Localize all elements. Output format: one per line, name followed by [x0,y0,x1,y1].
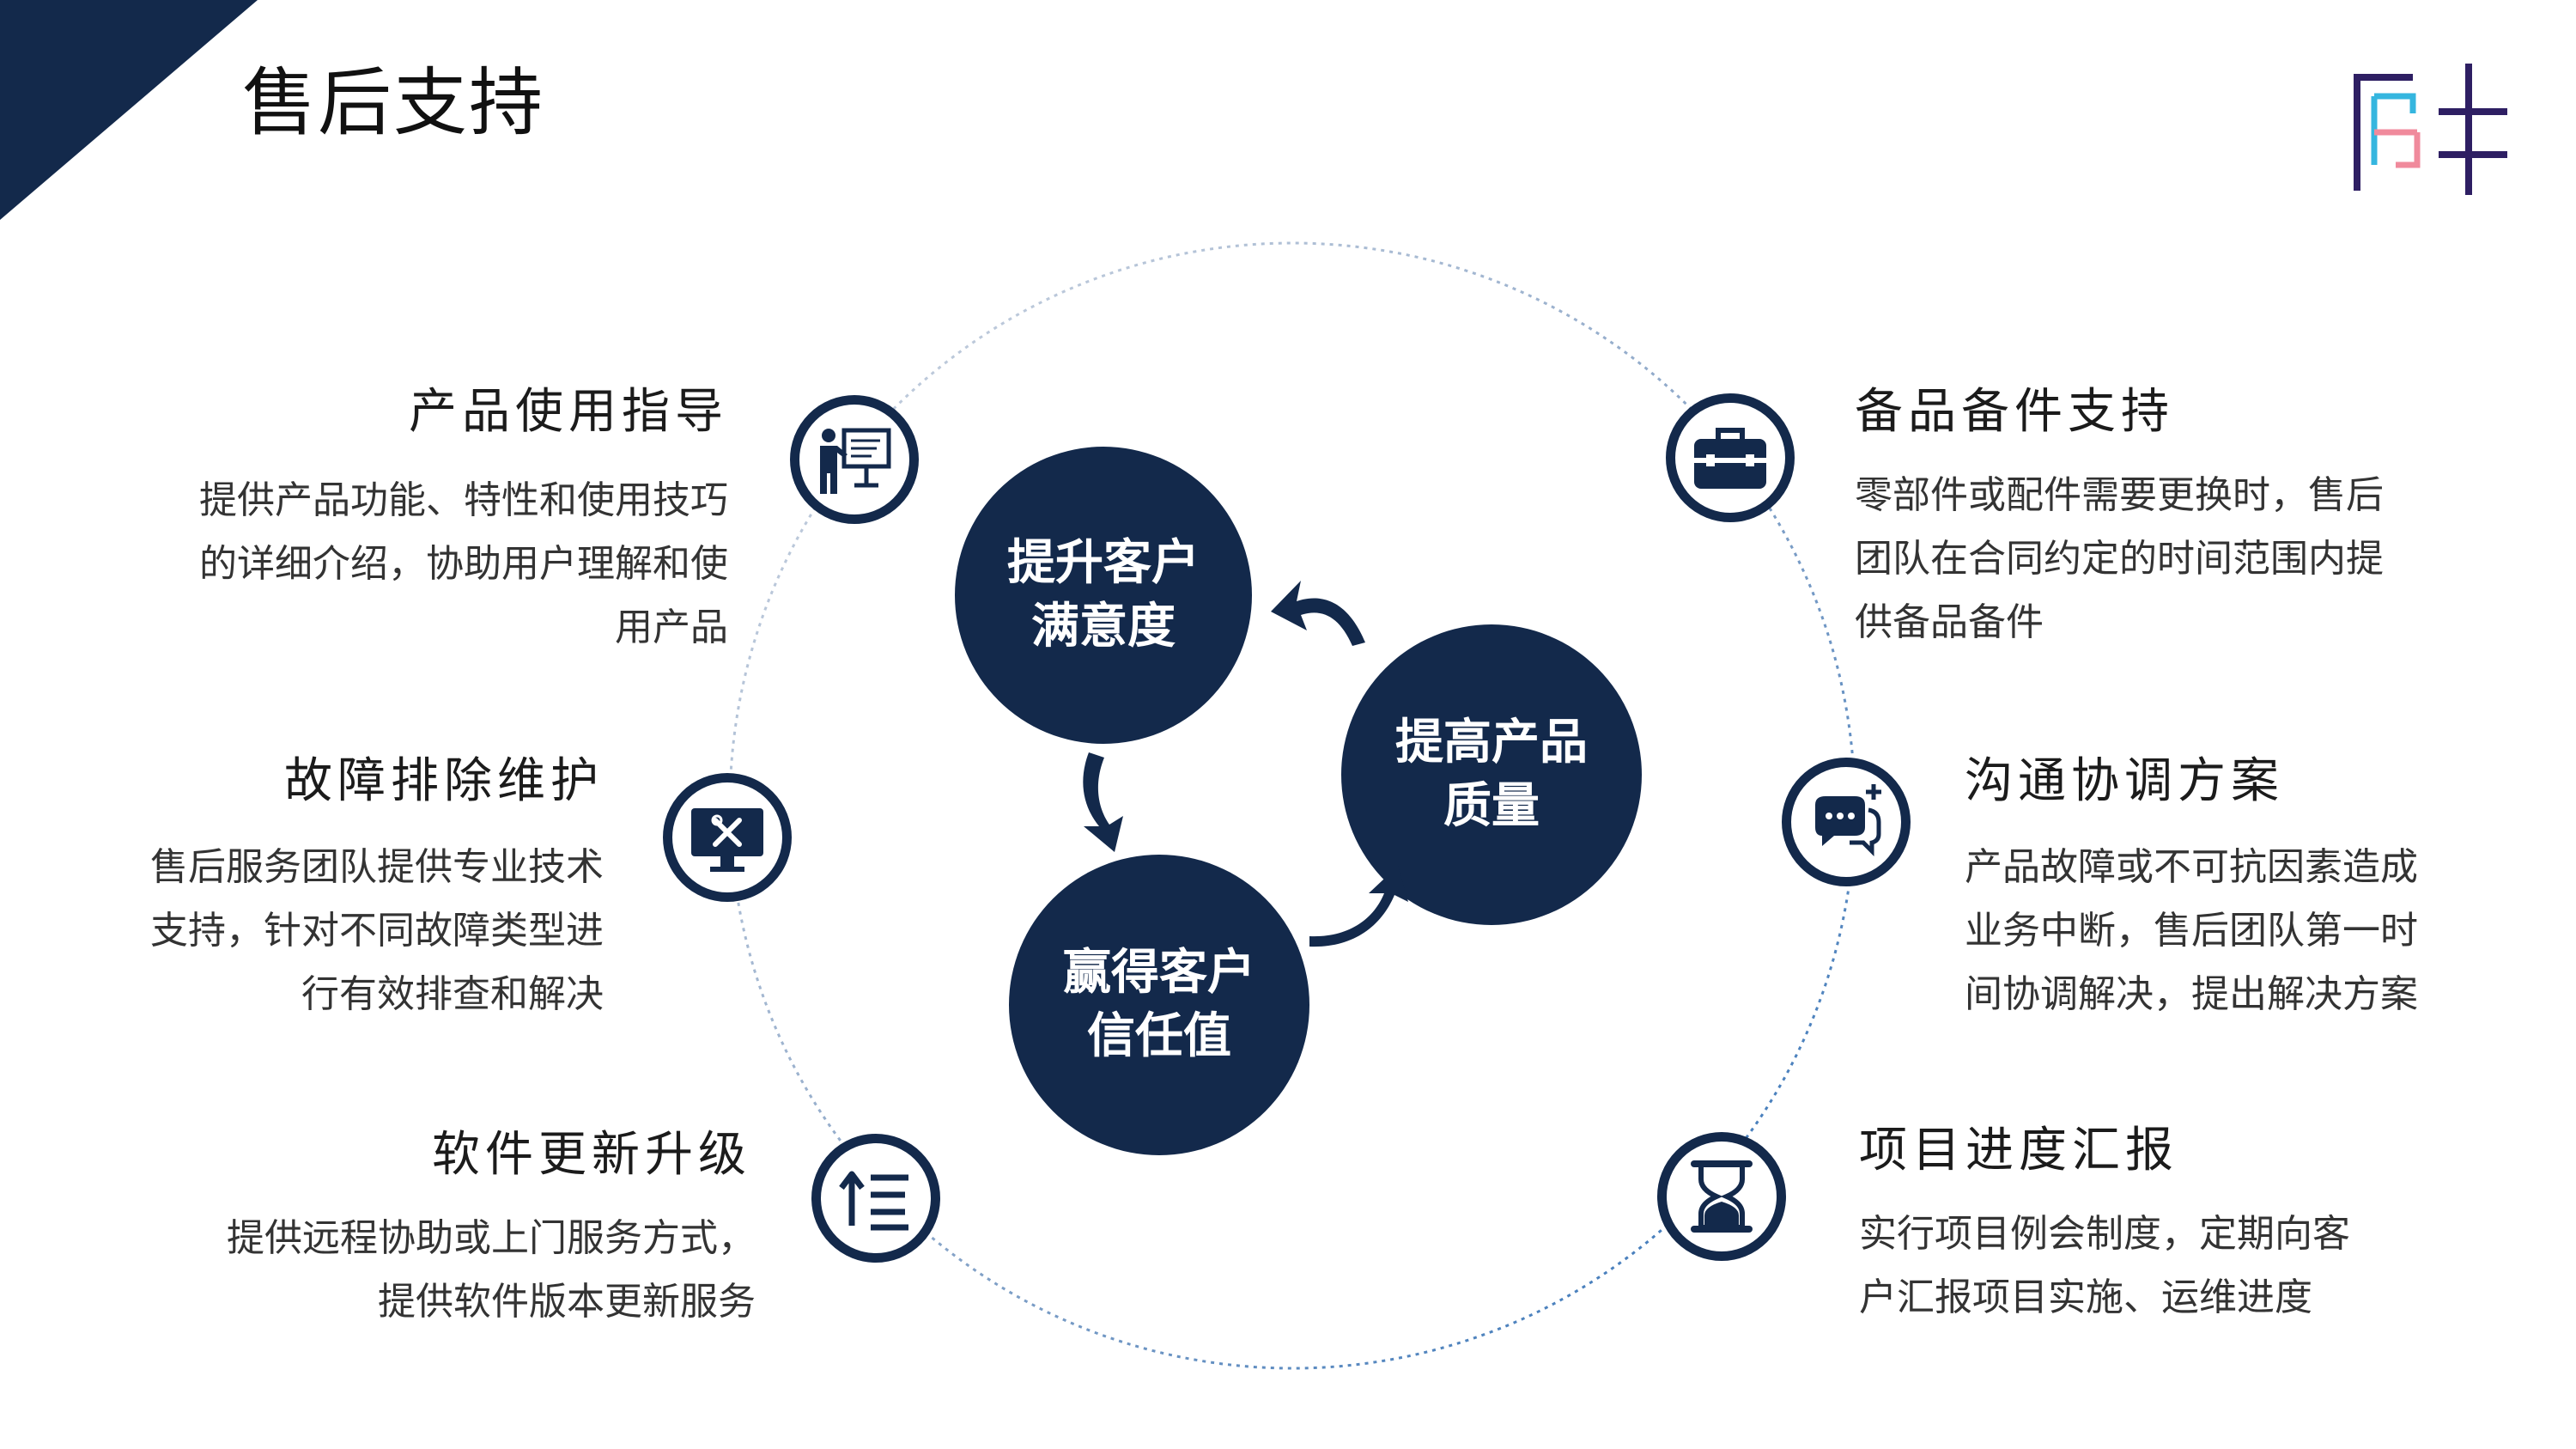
page-title: 售后支持 [242,60,544,146]
feature-desc-communication: 产品故障或不可抗因素造成 业务中断，售后团队第一时 间协调解决，提出解决方案 [1965,845,2418,1016]
feature-title-spare-parts: 备品备件支持 [1855,384,2174,440]
feature-title-software-update: 软件更新升级 [432,1127,751,1183]
cycle-quality: 提高产品 质量 [1341,624,1642,925]
toolbox-icon [1666,393,1795,522]
corner-decoration [0,0,258,220]
monitor-tools-icon [663,773,792,902]
feature-desc-spare-parts: 零部件或配件需要更换时，售后 团队在合同约定的时间范围内提 供备品备件 [1855,473,2384,644]
feature-title-communication: 沟通协调方案 [1965,753,2284,809]
feature-desc-software-update: 提供远程协助或上门服务方式， 提供软件版本更新服务 [227,1216,756,1324]
chat-bubble-icon [1782,758,1911,886]
feature-title-progress-report: 项目进度汇报 [1859,1123,2178,1178]
cycle-satisfaction: 提升客户 满意度 [955,447,1252,744]
hourglass-icon [1657,1132,1786,1261]
feature-desc-progress-report: 实行项目例会制度，定期向客 户汇报项目实施、运维进度 [1859,1212,2350,1319]
feature-desc-troubleshooting: 售后服务团队提供专业技术 支持，针对不同故障类型进 行有效排查和解决 [150,845,604,1016]
company-logo [2354,64,2507,195]
feature-title-troubleshooting: 故障排除维护 [284,753,604,809]
cycle-trust: 赢得客户 信任值 [1009,855,1309,1155]
feature-title-product-guide: 产品使用指导 [409,384,728,440]
presentation-icon [790,395,919,524]
arrow-quality-to-satisfaction [1271,581,1365,646]
feature-desc-product-guide: 提供产品功能、特性和使用技巧 的详细介绍，协助用户理解和使 用产品 [199,478,728,649]
sort-ascending-icon [811,1134,940,1263]
arrow-satisfaction-to-trust [1083,752,1123,852]
